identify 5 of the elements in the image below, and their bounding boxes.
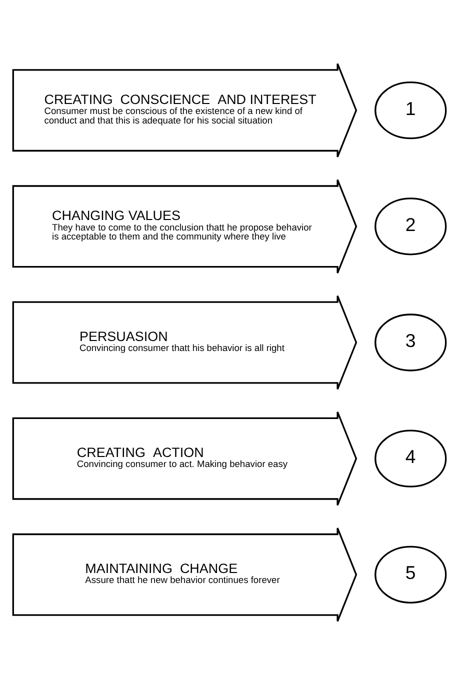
node-ellipse: 4 <box>374 429 446 487</box>
node-ellipse: 1 <box>374 81 446 139</box>
node-ellipse: 5 <box>374 545 446 603</box>
node-ellipse: 3 <box>374 313 446 371</box>
node-ellipse: 2 <box>374 197 446 255</box>
